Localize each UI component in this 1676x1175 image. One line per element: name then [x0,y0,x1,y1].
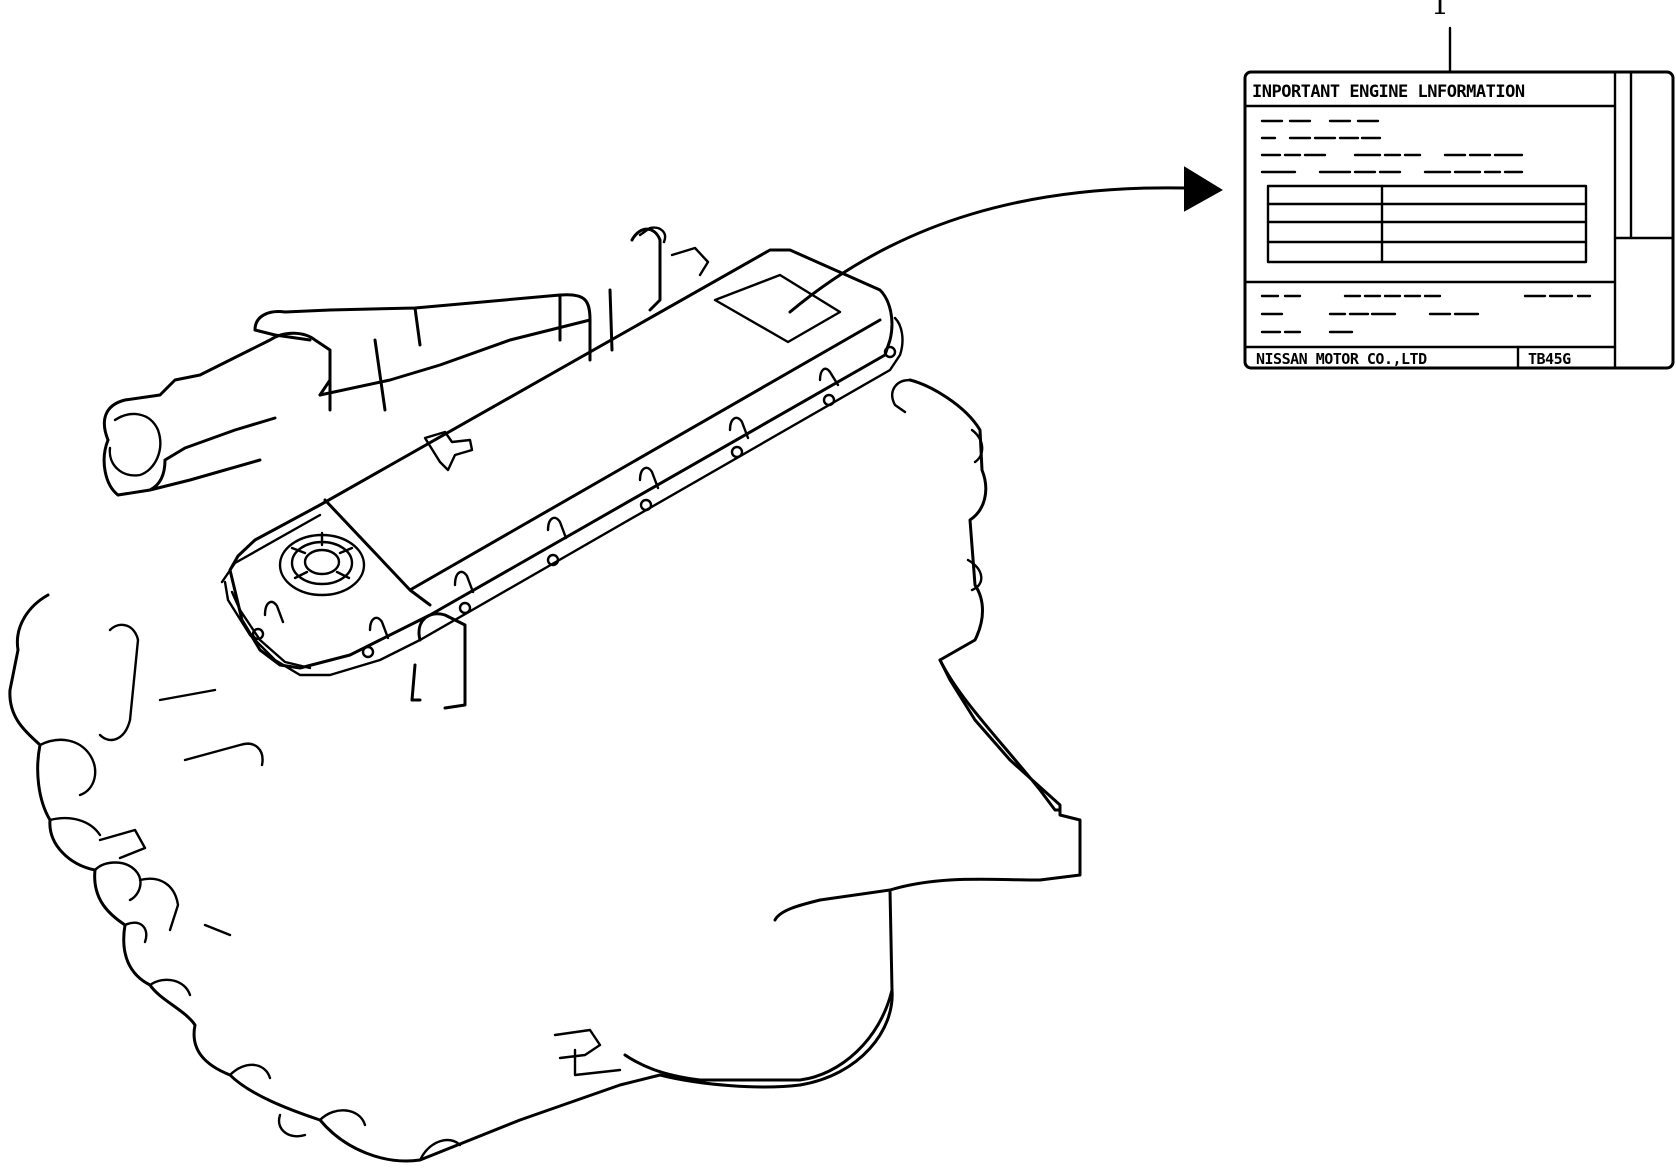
pointer-arrow [788,166,1223,314]
label-lower-text-placeholder [1260,294,1592,334]
block-lower-details [277,1028,622,1138]
rocker-cover-ribs [263,367,840,640]
intake-manifold-pipe [318,318,592,412]
oil-pan-outline [623,888,894,1082]
label-maker: NISSAN MOTOR CO.,LTD [1256,350,1427,368]
rocker-cover-ridge [323,318,882,607]
callout-number: 1 [1431,0,1449,21]
breather-hose [253,227,662,362]
label-title: INPORTANT ENGINE LNFORMATION [1252,82,1525,102]
engine-illustration [8,226,1082,1163]
rocker-cover-gasket [220,316,904,677]
lift-hook [410,612,467,710]
label-location [713,273,842,344]
oil-filler-cap [278,531,366,597]
intake-tube [102,331,332,442]
label-table [1266,184,1588,264]
air-tube [102,416,277,497]
timing-cover-details [98,623,264,937]
engine-side-contour [891,378,984,592]
hose-clamp [638,226,710,277]
rocker-cover-outline [228,248,894,670]
callout-1: 1 [1431,0,1452,74]
bellhousing-outline [938,658,1062,812]
air-tube-ring [108,412,162,477]
engine-information-label: INPORTANT ENGINE LNFORMATION NISSAN MOTO… [1243,70,1675,370]
engine-block-outline [8,378,1082,1163]
label-engine-code: TB45G [1528,350,1571,368]
cover-bracket [423,430,474,472]
cover-bolts [251,345,897,659]
front-cover-outline [38,738,462,1162]
label-text-placeholder [1260,119,1524,174]
